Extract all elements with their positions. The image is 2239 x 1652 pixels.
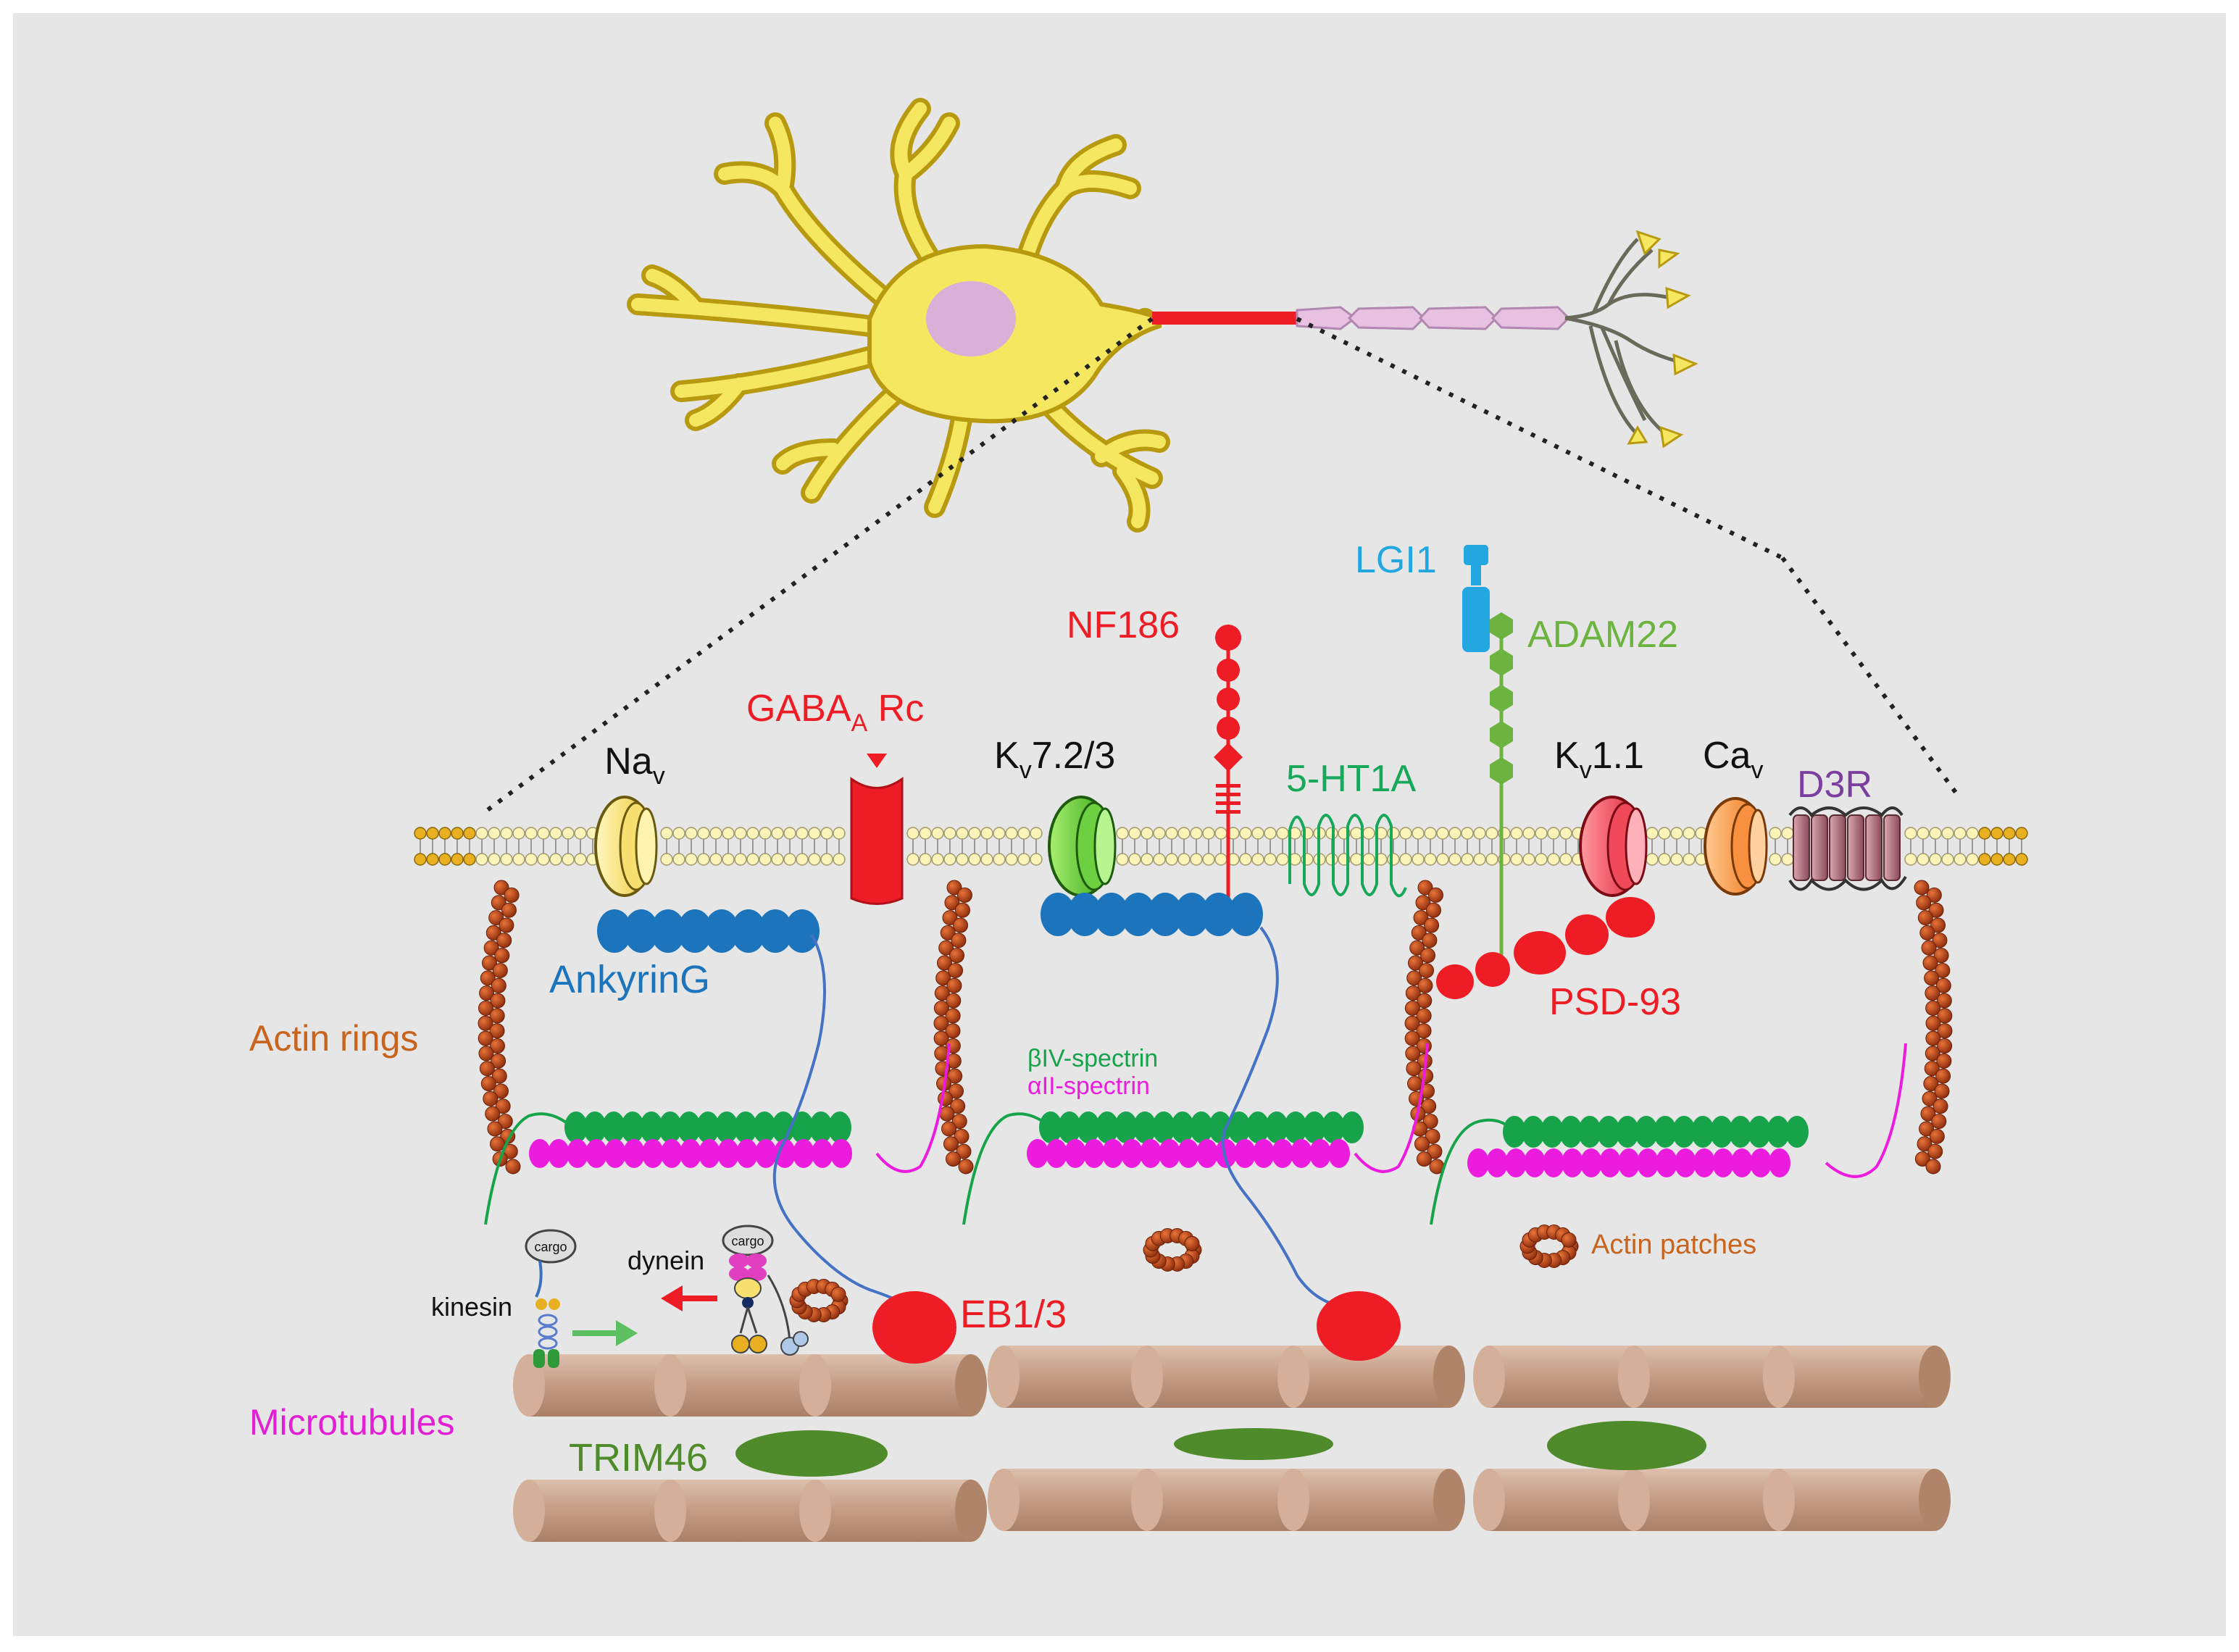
axon-terminals (1564, 238, 1682, 436)
label-eb13: EB1/3 (960, 1293, 1067, 1336)
label-nf186: NF186 (1067, 604, 1180, 646)
label-5ht1a: 5-HT1A (1286, 758, 1416, 800)
neuron-illustration (627, 98, 1698, 533)
label-kv11: Kv1.1 (1554, 735, 1644, 784)
psd93 (1436, 897, 1655, 999)
adam22 (1490, 612, 1513, 965)
label-adam22: ADAM22 (1527, 614, 1678, 656)
kv7-channel (1048, 796, 1117, 897)
lgi1 (1462, 545, 1490, 652)
nf186 (1214, 625, 1243, 906)
gaba-receptor (850, 754, 904, 905)
label-nav: Nav (604, 741, 664, 790)
kinesin-arrow (572, 1320, 638, 1346)
spectrin-network (484, 1043, 1907, 1225)
dynein-arrow (661, 1285, 717, 1311)
label-actin-patches: Actin patches (1591, 1230, 1756, 1260)
axon-initial-segment (1152, 312, 1297, 325)
trim46-ellipses (735, 1421, 1706, 1477)
axon-terminal-boutons (1627, 230, 1698, 449)
label-actin-rings: Actin rings (249, 1018, 418, 1059)
label-dynein: dynein (627, 1246, 704, 1275)
nav-channel (594, 796, 658, 897)
microtubules (513, 1346, 1951, 1542)
eb13 (872, 1291, 1401, 1364)
label-ankyring: AnkyrinG (549, 958, 710, 1001)
label-d3r: D3R (1797, 764, 1872, 806)
ankyrin-chains (597, 893, 1263, 953)
label-biv-spectrin: βIV-spectrin (1027, 1045, 1158, 1072)
d3r-receptor (1788, 806, 1907, 891)
cav-channel (1704, 797, 1768, 896)
label-cav: Cav (1703, 735, 1763, 784)
myelin-segments (1296, 306, 1571, 330)
ankyrin-tails (772, 926, 1334, 1306)
label-trim46: TRIM46 (569, 1436, 708, 1480)
label-microtubules: Microtubules (249, 1402, 454, 1443)
labels: Nav GABAA Rc Kv7.2/3 NF186 5-HT1A LGI1 A… (249, 539, 1872, 1480)
label-aii-spectrin: αII-spectrin (1027, 1072, 1150, 1100)
label-cargo-1: cargo (534, 1240, 567, 1254)
label-cargo-2: cargo (731, 1234, 764, 1248)
zoom-lines (484, 317, 1959, 814)
kv11-channel (1579, 796, 1648, 897)
label-gaba: GABAA Rc (746, 688, 924, 737)
lipid-bilayer (414, 827, 2028, 866)
dynein-motor (722, 1225, 809, 1356)
label-lgi1: LGI1 (1355, 539, 1437, 581)
actin-rings (478, 880, 1953, 1175)
label-kv7: Kv7.2/3 (994, 735, 1115, 784)
label-psd93: PSD-93 (1549, 981, 1681, 1023)
actin-patches (789, 1225, 1579, 1322)
5ht1a-receptor (1288, 814, 1407, 898)
neuron-nucleus (926, 281, 1016, 356)
label-kinesin: kinesin (431, 1292, 512, 1322)
kinesin-motor (525, 1229, 577, 1368)
